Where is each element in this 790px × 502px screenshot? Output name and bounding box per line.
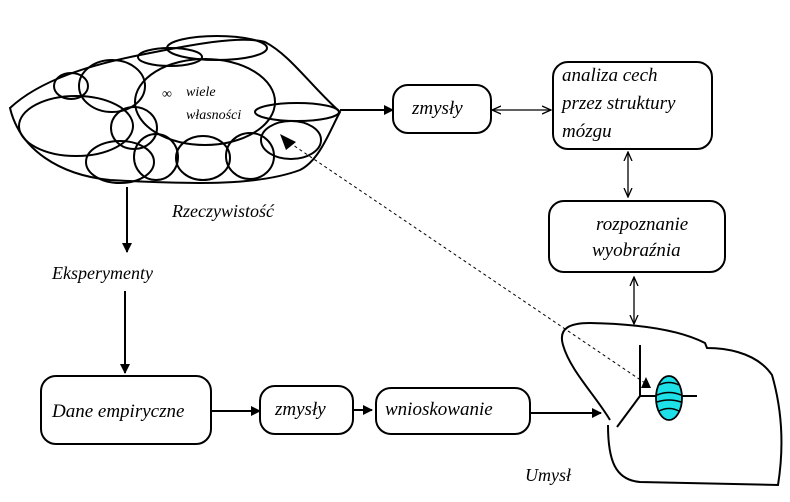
senses-top-label: zmysły — [412, 98, 463, 119]
inference-label: wnioskowanie — [385, 399, 493, 420]
property-circle — [137, 47, 203, 67]
reality-cloud — [8, 35, 342, 184]
senses-bottom-box: zmysły — [259, 385, 354, 435]
feature-analysis-line-1: analiza cech — [562, 65, 658, 86]
property-circle — [225, 132, 275, 180]
property-circle — [78, 59, 146, 113]
property-circle — [53, 72, 89, 100]
feature-analysis-line-3: mózgu — [562, 121, 612, 142]
mind-label: Umysł — [525, 465, 571, 485]
reality-inner-text-2: własności — [186, 108, 242, 123]
empirical-data-label: Dane empiryczne — [52, 401, 185, 422]
inference-box: wnioskowanie — [375, 387, 531, 435]
empirical-data-box: Dane empiryczne — [40, 375, 212, 445]
reality-label: Rzeczywistość — [172, 201, 274, 221]
property-circle — [134, 58, 276, 146]
property-circle — [110, 106, 158, 150]
reality-outline — [8, 38, 342, 184]
senses-bottom-label: zmysły — [275, 399, 326, 420]
experiments-label: Eksperymenty — [52, 263, 153, 283]
feature-analysis-line-2: przez struktury — [562, 93, 676, 114]
property-circle — [260, 120, 322, 160]
recognition-line-2: wyobraźnia — [592, 240, 681, 261]
property-circle — [254, 102, 340, 122]
reality-inner-text-1: wiele — [186, 85, 216, 100]
recognition-box: rozpoznanie wyobraźnia — [548, 200, 726, 273]
property-circle — [133, 133, 179, 181]
brain-outline — [560, 321, 783, 487]
feature-analysis-box: analiza cech przez struktury mózgu — [552, 61, 713, 150]
infinity-symbol: ∞ — [162, 87, 172, 102]
senses-top-box: zmysły — [392, 84, 492, 134]
property-circle — [175, 135, 231, 181]
dashed-arrow-head-mind — [641, 377, 651, 388]
recognition-line-1: rozpoznanie — [596, 214, 689, 235]
property-circle — [85, 140, 155, 184]
dashed-arrow-head-reality — [280, 134, 296, 150]
property-circle — [18, 95, 134, 157]
mind-object — [655, 375, 683, 421]
mind-brain — [560, 321, 783, 487]
